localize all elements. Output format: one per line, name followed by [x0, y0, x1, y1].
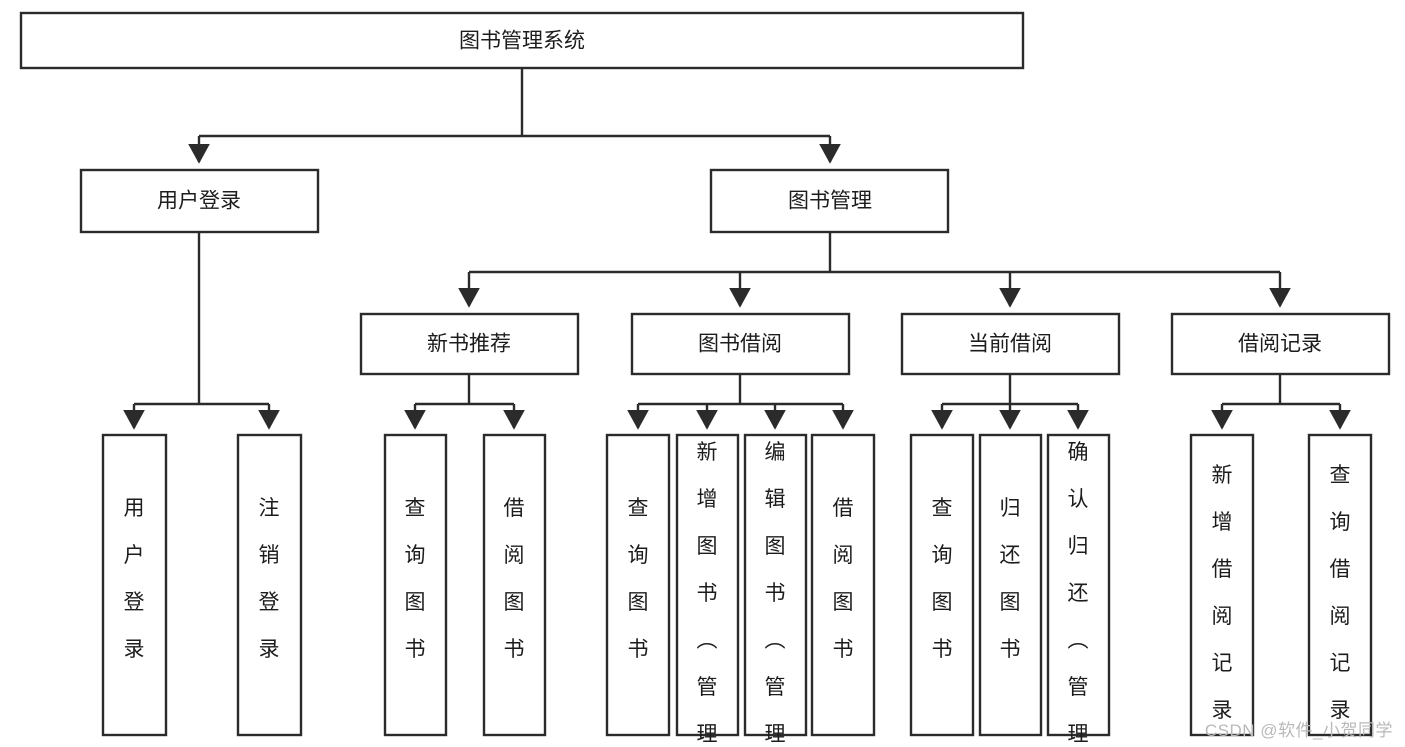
- leaf-confirm-return-label: 确认归还︵管理员︶: [1068, 441, 1089, 747]
- leaf-add-record-label: 新增借阅记录: [1212, 464, 1233, 722]
- edge-group-user-login: [123, 232, 280, 430]
- leaf-borrow-book-2-box[interactable]: [810, 433, 876, 737]
- leaf-confirm-return[interactable]: 确认归还︵管理员︶: [1046, 433, 1111, 747]
- edge-group-current-borrow: [931, 374, 1089, 430]
- leaf-edit-book[interactable]: 编辑图书︵管理员︶: [743, 433, 808, 747]
- leaf-add-record[interactable]: 新增借阅记录: [1189, 433, 1255, 737]
- node-current-borrow[interactable]: 当前借阅: [900, 312, 1121, 376]
- leaf-query-record-label: 查询借阅记录: [1330, 464, 1351, 722]
- node-current-borrow-label: 当前借阅: [968, 333, 1052, 356]
- node-book-manage[interactable]: 图书管理: [709, 168, 950, 234]
- node-borrow-record[interactable]: 借阅记录: [1170, 312, 1391, 376]
- leaf-add-book-label: 新增图书︵管理员︶: [697, 441, 718, 747]
- node-root-box[interactable]: [19, 11, 1025, 70]
- leaf-query-book-3-box[interactable]: [909, 433, 975, 737]
- leaf-user-logout-box[interactable]: [236, 433, 303, 737]
- leaf-user-login-box[interactable]: [101, 433, 168, 737]
- leaf-add-book[interactable]: 新增图书︵管理员︶: [675, 433, 740, 747]
- leaf-return-book-label: 归还图书: [1000, 497, 1021, 661]
- node-user-login[interactable]: 用户登录: [79, 168, 320, 234]
- edge-group-root: [188, 68, 841, 164]
- node-user-login-label: 用户登录: [157, 190, 241, 213]
- leaf-query-book-1[interactable]: 查询图书: [383, 433, 448, 737]
- node-user-login-box[interactable]: [79, 168, 320, 234]
- leaf-user-login[interactable]: 用户登录: [101, 433, 168, 737]
- leaf-query-record[interactable]: 查询借阅记录: [1307, 433, 1373, 737]
- edge-group-borrow-record: [1211, 374, 1351, 430]
- leaf-query-book-1-label: 查询图书: [405, 497, 426, 661]
- node-new-book-rec-label: 新书推荐: [427, 333, 511, 356]
- node-root[interactable]: 图书管理系统: [19, 11, 1025, 70]
- leaf-borrow-book-1-label: 借阅图书: [504, 497, 525, 661]
- leaf-query-book-3-label: 查询图书: [932, 497, 953, 661]
- leaf-add-book-box[interactable]: [675, 433, 740, 737]
- leaf-query-record-box[interactable]: [1307, 433, 1373, 737]
- csdn-watermark: CSDN @软件_小贺同学: [1204, 721, 1393, 740]
- node-book-borrow[interactable]: 图书借阅: [630, 312, 851, 376]
- node-book-borrow-label: 图书借阅: [698, 333, 782, 356]
- leaf-confirm-return-box[interactable]: [1046, 433, 1111, 737]
- edge-group-book-manage: [458, 232, 1291, 308]
- node-new-book-rec-box[interactable]: [359, 312, 580, 376]
- leaf-edit-book-label: 编辑图书︵管理员︶: [765, 441, 786, 747]
- leaf-borrow-book-2[interactable]: 借阅图书: [810, 433, 876, 737]
- leaf-edit-book-box[interactable]: [743, 433, 808, 737]
- node-new-book-rec[interactable]: 新书推荐: [359, 312, 580, 376]
- node-book-manage-box[interactable]: [709, 168, 950, 234]
- leaf-user-logout[interactable]: 注销登录: [236, 433, 303, 737]
- leaf-query-book-2[interactable]: 查询图书: [605, 433, 671, 737]
- edge-group-book-borrow: [627, 374, 854, 430]
- node-root-label: 图书管理系统: [459, 30, 585, 53]
- leaf-query-book-3[interactable]: 查询图书: [909, 433, 975, 737]
- leaf-borrow-book-1[interactable]: 借阅图书: [482, 433, 547, 737]
- leaf-return-book-box[interactable]: [978, 433, 1043, 737]
- node-book-borrow-box[interactable]: [630, 312, 851, 376]
- leaf-return-book[interactable]: 归还图书: [978, 433, 1043, 737]
- leaf-user-login-label: 用户登录: [124, 497, 145, 661]
- leaf-query-book-2-box[interactable]: [605, 433, 671, 737]
- leaf-query-book-1-box[interactable]: [383, 433, 448, 737]
- leaf-borrow-book-2-label: 借阅图书: [833, 497, 854, 661]
- edge-group-new-book-rec: [404, 374, 525, 430]
- node-current-borrow-box[interactable]: [900, 312, 1121, 376]
- leaf-query-book-2-label: 查询图书: [628, 497, 649, 661]
- leaf-add-record-box[interactable]: [1189, 433, 1255, 737]
- leaf-user-logout-label: 注销登录: [259, 497, 280, 661]
- node-borrow-record-label: 借阅记录: [1238, 333, 1322, 356]
- node-borrow-record-box[interactable]: [1170, 312, 1391, 376]
- node-book-manage-label: 图书管理: [788, 190, 872, 213]
- leaf-borrow-book-1-box[interactable]: [482, 433, 547, 737]
